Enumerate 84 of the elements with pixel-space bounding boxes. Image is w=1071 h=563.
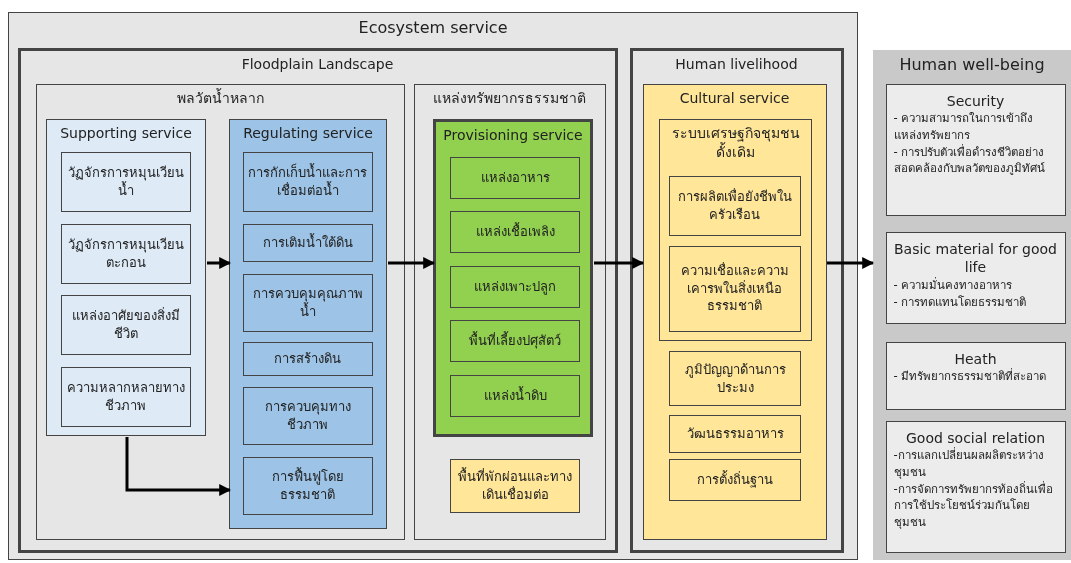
arrow (388, 257, 436, 269)
node-label: วัฒนธรรมอาหาร (686, 425, 784, 443)
bullet-text: -การแลกเปลี่ยนผลผลิตระหว่างชุมชน (892, 447, 1045, 481)
group-panel (8, 12, 858, 560)
heading: Ecosystem service (358, 17, 508, 39)
process-box (450, 157, 580, 199)
heading: Provisioning service (443, 126, 583, 145)
group-panel (229, 119, 387, 529)
node-label: แหล่งอาศัยของสิ่งมีชีวิต (70, 306, 181, 343)
group-panel (642, 83, 827, 540)
process-box (450, 459, 580, 513)
arrow (125, 437, 232, 496)
heading: Human livelihood (675, 54, 798, 74)
process-box (450, 266, 580, 308)
node-label: การตั้งถิ่นฐาน (697, 471, 773, 489)
heading: Cultural service (679, 88, 790, 108)
node-label: ความเชื่อและความเคารพในสิ่งเหนือธรรมชาติ (679, 262, 790, 315)
process-box (60, 366, 191, 427)
node-label: แหล่งเชื้อเพลิง (475, 223, 555, 241)
heading: Human well-being (899, 54, 1045, 76)
process-box (60, 294, 191, 355)
info-box (885, 231, 1066, 324)
heading: ระบบเศรษฐกิจชุมชนดั้งเดิม (670, 124, 801, 162)
node-label: ภูมิปัญญาด้านการประมง (683, 360, 787, 397)
bullet-text: - การทดแทนโดยธรรมชาติ (892, 293, 1028, 311)
process-box (450, 211, 580, 253)
group-panel (17, 47, 618, 553)
group-panel (35, 83, 405, 540)
process-box (60, 223, 191, 284)
node-label: การสร้างดิน (274, 349, 341, 368)
process-box (668, 175, 801, 236)
process-box (669, 351, 801, 406)
node-label: การควบคุมทางชีวภาพ (263, 397, 352, 434)
process-box (242, 386, 373, 445)
node-label: วัฏจักรการหมุนเวียนตะกอน (66, 235, 185, 272)
node-label: พื้นที่พักผ่อนและทางเดินเชื่อมต่อ (457, 468, 573, 504)
process-box (242, 151, 373, 212)
arrow (594, 257, 645, 269)
arrow (207, 257, 232, 269)
node-label: การกักเก็บน้ำและการเชื่อมต่อน้ำ (247, 163, 368, 200)
group-panel (629, 47, 844, 553)
process-box (450, 375, 580, 417)
process-box (669, 459, 801, 501)
group-panel (46, 119, 206, 436)
heading: Basic material for good life (893, 239, 1058, 277)
heading: Good social relation (906, 428, 1045, 447)
bullet-text: - การปรับตัวเพื่อดำรงชีวิตอย่างสอดคล้องกับพลวัตของภูมิทัศน์ (892, 143, 1046, 178)
group-panel (659, 119, 812, 341)
heading: Supporting service (60, 124, 192, 143)
bullet-text: - ความมั่นคงทางอาหาร (892, 277, 1014, 294)
process-box (242, 456, 373, 515)
process-box (60, 151, 191, 212)
node-label: พื้นที่เลี้ยงปศุสัตว์ (469, 332, 561, 350)
info-box (885, 83, 1066, 216)
group-panel (433, 119, 593, 437)
group-panel (413, 83, 606, 540)
node-label: ความหลากหลายทางชีวภาพ (65, 378, 186, 415)
process-box (242, 341, 373, 376)
node-label: การผลิตเพื่อยังชีพในครัวเรือน (676, 187, 793, 224)
info-box (885, 420, 1066, 553)
heading: Regulating service (243, 124, 373, 143)
group-panel (873, 50, 1071, 560)
node-label: แหล่งเพาะปลูก (474, 278, 556, 296)
process-box (242, 223, 373, 262)
bullet-text: - ความสามารถในการเข้าถึงแหล่งทรัพยากร (892, 110, 1035, 144)
info-box (885, 341, 1066, 410)
process-box (668, 245, 801, 332)
heading: Heath (954, 349, 997, 368)
heading: พลวัตน้ำหลาก (176, 88, 264, 108)
process-box (242, 273, 373, 332)
node-label: แหล่งน้ำดิบ (483, 387, 547, 405)
heading: แหล่งทรัพยากรธรรมชาติ (433, 88, 586, 108)
node-label: การฟื้นฟูโดยธรรมชาติ (270, 467, 345, 504)
node-label: การเติมน้ำใต้ดิน (262, 233, 353, 252)
process-box (669, 415, 801, 453)
node-label: การควบคุมคุณภาพน้ำ (251, 284, 364, 321)
bullet-text: -การจัดการทรัพยากรท้องถิ่นเพื่อการใช้ประโยชน์ร่วมกันโดยชุมชน (892, 480, 1054, 531)
heading: Floodplain Landscape (241, 54, 394, 74)
node-label: แหล่งอาหาร (480, 169, 550, 187)
node-label: วัฏจักรการหมุนเวียนน้ำ (66, 163, 185, 200)
bullet-text: - มีทรัพยากรธรรมชาติที่สะอาด (892, 368, 1048, 386)
heading: Security (946, 91, 1005, 111)
process-box (450, 320, 580, 362)
arrow (827, 257, 875, 269)
